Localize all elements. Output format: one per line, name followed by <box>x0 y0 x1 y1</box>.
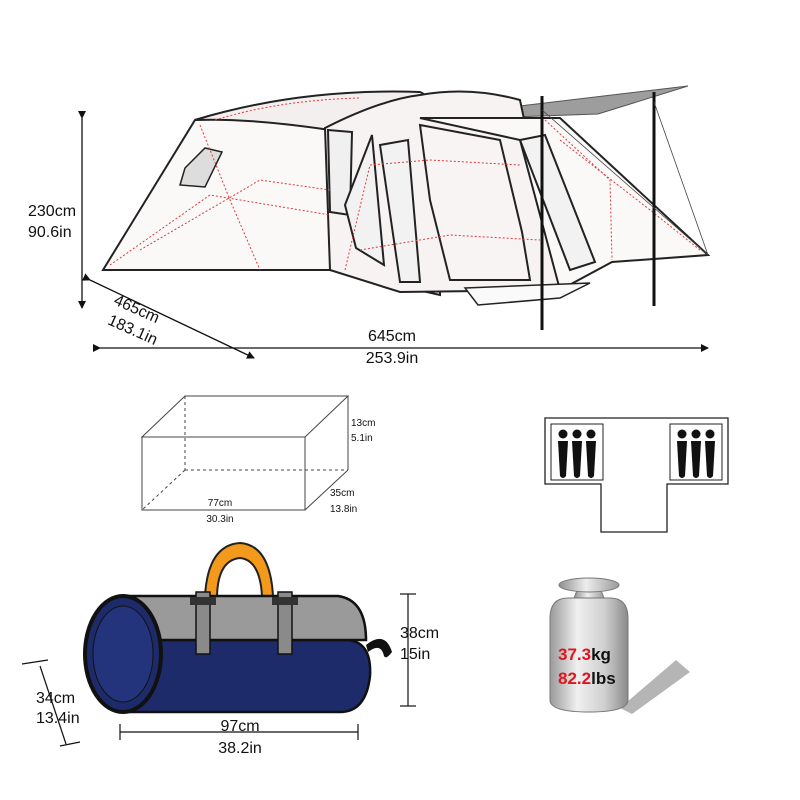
person-head-icon <box>558 429 568 439</box>
tent-length-in: 253.9in <box>365 350 419 367</box>
tent-ground-mat <box>463 282 591 306</box>
bag-height-cm: 38cm <box>400 625 440 642</box>
bag-length-in: 38.2in <box>218 740 262 757</box>
weight-kg-value: 37.3 <box>558 645 592 664</box>
bag-length-cm: 97cm <box>220 718 260 735</box>
bag-handle <box>203 541 275 597</box>
bag-diameter-cm: 34cm <box>36 690 76 707</box>
person-head-icon <box>705 429 715 439</box>
person-body-icon <box>677 441 687 478</box>
bag-strap-band-1 <box>195 591 211 655</box>
tent-length-cm: 645cm <box>367 328 417 345</box>
person-body-icon <box>558 441 568 478</box>
canister-top <box>558 577 620 593</box>
tent-guy-lines <box>541 101 709 256</box>
tent-window-3 <box>378 138 422 283</box>
weight-kg: 37.3kg <box>558 645 611 665</box>
bag-dimension-lines <box>21 593 416 747</box>
person-head-icon <box>677 429 687 439</box>
bag-diameter-in: 13.4in <box>36 710 80 727</box>
bag-height-in: 15in <box>400 646 431 663</box>
tent-height-cm: 230cm <box>28 203 77 220</box>
person-head-icon <box>691 429 701 439</box>
canister-body <box>549 597 629 713</box>
weight-lbs: 82.2lbs <box>558 669 616 689</box>
room-right-occupants <box>677 429 715 478</box>
tent-seams <box>109 97 701 271</box>
weight-canister <box>549 577 690 714</box>
person-head-icon <box>572 429 582 439</box>
tent-vent <box>179 147 224 188</box>
person-head-icon <box>586 429 596 439</box>
person-body-icon <box>691 441 701 478</box>
person-body-icon <box>705 441 715 478</box>
packed-box-wireframe <box>140 395 350 511</box>
weight-kg-unit: kg <box>591 645 611 664</box>
weight-lbs-unit: lbs <box>591 669 616 688</box>
bag-strap-band-2 <box>277 591 293 655</box>
bag-body-navy <box>121 638 372 714</box>
box-height-cm: 13cm <box>351 418 376 429</box>
tent-window-2 <box>343 134 386 267</box>
room-left-occupants <box>558 429 596 478</box>
box-height-in: 5.1in <box>351 433 373 444</box>
canister-shadow <box>620 660 690 714</box>
box-depth-in: 13.8in <box>330 504 358 515</box>
bag-body-grey <box>121 594 368 642</box>
box-length-in: 30.3in <box>206 514 234 525</box>
carry-bag <box>83 541 392 714</box>
tent-illustration <box>101 85 711 330</box>
person-body-icon <box>586 441 596 478</box>
floor-plan <box>544 417 729 533</box>
bag-strap <box>366 638 392 658</box>
tent-window-4 <box>518 133 597 272</box>
person-body-icon <box>572 441 582 478</box>
weight-lbs-value: 82.2 <box>558 669 592 688</box>
box-length-cm: 77cm <box>207 498 233 509</box>
box-depth-cm: 35cm <box>330 488 355 499</box>
tent-dimension-lines <box>78 111 709 359</box>
tent-height-in: 90.6in <box>28 224 72 241</box>
